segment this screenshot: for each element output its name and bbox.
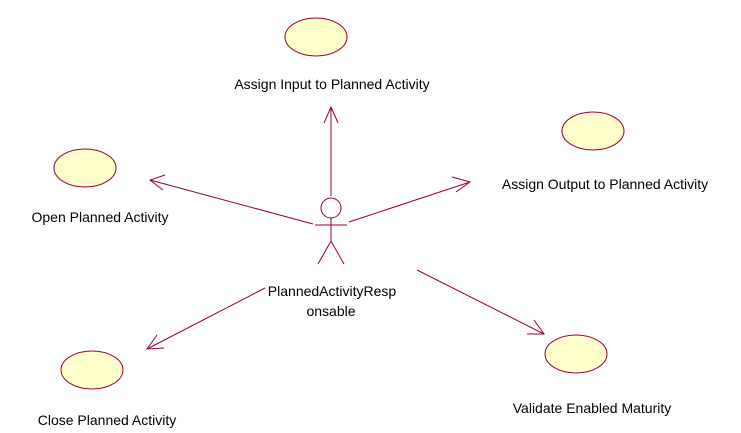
- use-case-open-label: Open Planned Activity: [32, 209, 169, 225]
- use-case-open-ellipse[interactable]: [53, 148, 117, 188]
- actor-name-line2: onsable: [306, 303, 355, 319]
- actor-head: [320, 197, 342, 219]
- arrow-head-assign-output: [451, 176, 472, 193]
- use-case-assign-output-ellipse[interactable]: [561, 111, 625, 151]
- use-case-validate-ellipse[interactable]: [544, 334, 608, 374]
- assoc-line-validate: [416, 269, 545, 335]
- arrow-head-validate: [527, 319, 545, 335]
- arrow-head-close: [145, 334, 165, 350]
- actor-figure[interactable]: [315, 197, 347, 265]
- use-case-assign-output-label: Assign Output to Planned Activity: [502, 176, 708, 192]
- arrow-head-assign-input: [323, 105, 339, 124]
- use-case-assign-input-ellipse[interactable]: [284, 17, 348, 57]
- actor-right-leg: [330, 240, 345, 265]
- actor-left-leg: [317, 240, 332, 265]
- assoc-line-assign-output: [348, 181, 471, 223]
- assoc-line-open: [149, 179, 314, 225]
- use-case-validate-label: Validate Enabled Maturity: [513, 400, 672, 416]
- actor-name-line1: PlannedActivityResp: [268, 283, 397, 299]
- use-case-close-label: Close Planned Activity: [38, 412, 177, 428]
- use-case-assign-input-label: Assign Input to Planned Activity: [234, 76, 429, 92]
- assoc-line-close: [146, 287, 266, 350]
- use-case-close-ellipse[interactable]: [60, 350, 124, 390]
- arrow-head-open: [148, 174, 166, 191]
